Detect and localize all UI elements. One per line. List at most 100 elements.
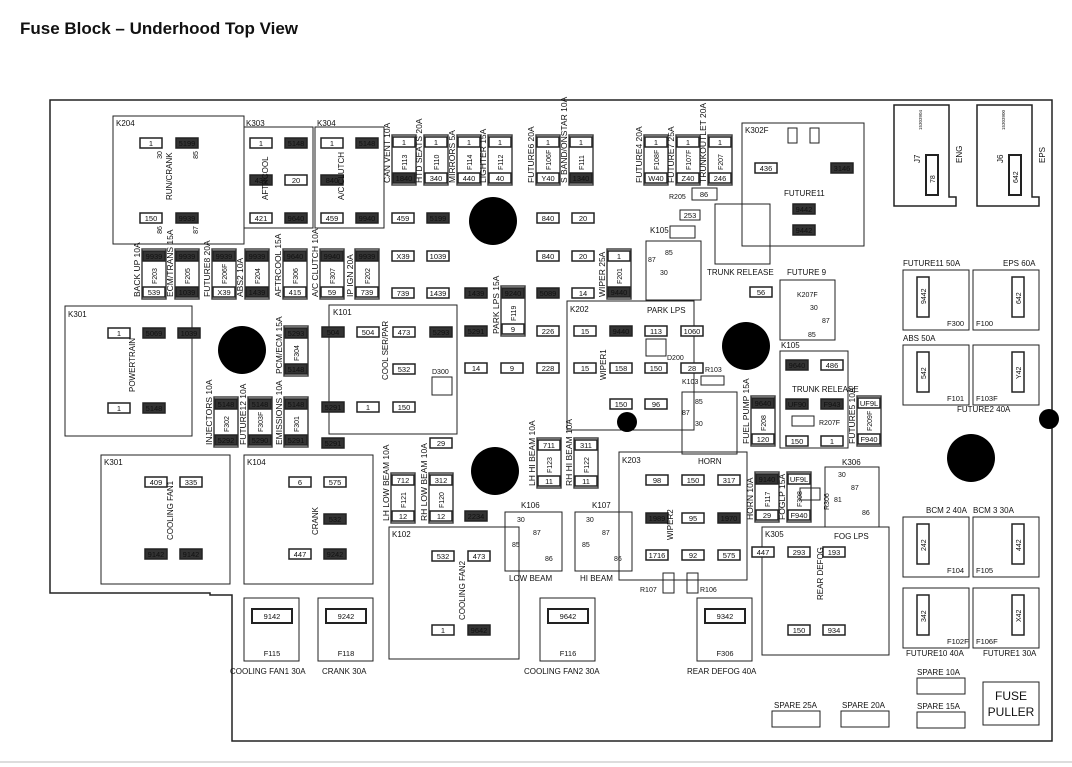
fuse-puller-label: PULLER <box>988 705 1035 719</box>
mini-fuse-f304 <box>283 325 309 377</box>
terminal-label: 150 <box>398 403 411 412</box>
relay-name: REAR DEFOG <box>816 547 825 600</box>
fuse-rating-label: PARK LPS 15A <box>491 275 501 334</box>
fuse-rating-label: A/C CLUTCH 10A <box>310 228 320 297</box>
terminal-pad <box>792 224 816 236</box>
fuse-rating-label: RH HI BEAM 10A <box>564 419 574 486</box>
terminal-label: 840 <box>542 214 555 223</box>
terminal-label: 739 <box>397 289 410 298</box>
fuse-top-label: 9640 <box>287 252 304 261</box>
maxi-fuse-label: BCM 3 30A <box>973 506 1015 515</box>
fuse-top-label: 1 <box>686 138 690 147</box>
fuse-bottom-label: 5148 <box>288 365 305 374</box>
terminal-pad <box>787 546 811 558</box>
fuse-bottom-terminal <box>355 286 379 298</box>
terminal-label: 9939 <box>179 214 196 223</box>
maxi-fuse-label: FUTURE2 40A <box>957 405 1011 414</box>
fuse-bottom-terminal <box>214 434 238 446</box>
fuse-rating-label: ECM/TRANS 15A <box>165 229 175 297</box>
fuse-id: F123 <box>547 457 554 473</box>
mini-fuse-f207 <box>707 134 733 186</box>
terminal-pad <box>464 287 488 299</box>
terminal-label: 459 <box>326 214 339 223</box>
terminal-pad <box>249 174 273 186</box>
terminal-label: 150 <box>793 626 806 635</box>
relay-k105-base <box>645 240 702 301</box>
fuse-bottom-terminal <box>607 286 631 298</box>
terminal-pad <box>645 549 669 561</box>
mini-fuse-f205 <box>174 248 200 300</box>
jcase-fuse-f116 <box>539 597 596 662</box>
terminal-pad <box>822 624 846 636</box>
maxi-fuse-id: F105 <box>976 566 993 575</box>
pin-number: 86 <box>862 510 870 517</box>
resistor-label: R207F <box>819 420 840 427</box>
terminal-pad <box>571 212 595 224</box>
pad <box>691 187 718 201</box>
terminal-label: 409 <box>150 478 163 487</box>
fuse-top-label: 1 <box>546 138 550 147</box>
fuse-bottom-terminal <box>392 172 416 184</box>
terminal-pad <box>717 474 741 486</box>
terminal-label: 421 <box>255 214 268 223</box>
pin-number: 81 <box>834 497 842 504</box>
terminal-label: 293 <box>793 548 806 557</box>
fuse-bottom-terminal <box>284 434 308 446</box>
connector-id: J6 <box>996 154 1005 163</box>
terminal-pad <box>323 548 347 560</box>
terminal-pad <box>288 476 312 488</box>
terminal-label: 1 <box>117 329 121 338</box>
fuse-rating-label: FUTURE12 10A <box>238 383 248 445</box>
fuse-bottom-label: 11 <box>582 477 590 486</box>
terminal-label: 1 <box>117 404 121 413</box>
terminal-pad <box>107 327 131 339</box>
terminal-pad <box>144 476 168 488</box>
maxi-fuse-label: FUTURE1 30A <box>983 649 1037 658</box>
terminal-label: 447 <box>757 548 770 557</box>
terminal-pad <box>717 512 741 524</box>
mini-fuse-f204 <box>244 248 270 300</box>
fuse-bottom-label: 29 <box>763 511 771 520</box>
maxi-fuse-f106f <box>972 587 1040 649</box>
pin-number: 87 <box>851 485 859 492</box>
fuse-rating-label: LH LOW BEAM 10A <box>381 444 391 521</box>
spare-25a <box>771 710 821 728</box>
jcase-fuse-label: COOLING FAN1 30A <box>230 667 306 676</box>
terminal-label: 226 <box>542 327 555 336</box>
fuse-bottom-terminal <box>488 172 512 184</box>
fuse-bottom-label: X39 <box>217 288 230 297</box>
pin-number: 30 <box>517 517 525 524</box>
terminal-label: X39 <box>396 252 409 261</box>
maxi-fuse-f300 <box>902 269 970 331</box>
relay-name: WIPER1 <box>599 349 608 380</box>
pin-number: 30 <box>695 421 703 428</box>
maxi-fuse-element <box>1011 523 1025 565</box>
maxi-fuse-circuit: Y42 <box>1016 366 1023 379</box>
terminal-pad <box>392 401 416 413</box>
terminal-label: 1989 <box>649 514 666 523</box>
fuse-top-label: 712 <box>397 476 410 485</box>
terminal-pad <box>792 203 816 215</box>
fuse-top-label: UF9L <box>790 475 808 484</box>
relay-id: K303 <box>246 119 265 128</box>
relay-id: K204 <box>116 119 135 128</box>
fuse-bottom-terminal <box>457 172 481 184</box>
terminal-pad <box>249 212 273 224</box>
fuse-top-terminal <box>175 250 199 262</box>
fuse-top-terminal <box>569 136 593 148</box>
resistor-label: R107 <box>640 587 657 594</box>
relay-name: CRANK <box>311 506 320 535</box>
fuse-bottom-terminal <box>644 172 668 184</box>
relay-name: PARK LPS <box>647 306 686 315</box>
relay-name: AFTRCOOL <box>261 156 270 200</box>
fuse-bottom-terminal <box>424 172 448 184</box>
terminal-label: 20 <box>579 252 587 261</box>
terminal-pad <box>321 326 345 338</box>
fuse-top-terminal <box>142 250 166 262</box>
fuse-id: F205 <box>185 268 192 284</box>
connector-j7 <box>893 104 957 207</box>
mounting-hole <box>947 434 995 482</box>
maxi-fuse-f102f <box>902 587 970 649</box>
mounting-hole <box>218 326 266 374</box>
terminal-label: 9142 <box>148 550 165 559</box>
